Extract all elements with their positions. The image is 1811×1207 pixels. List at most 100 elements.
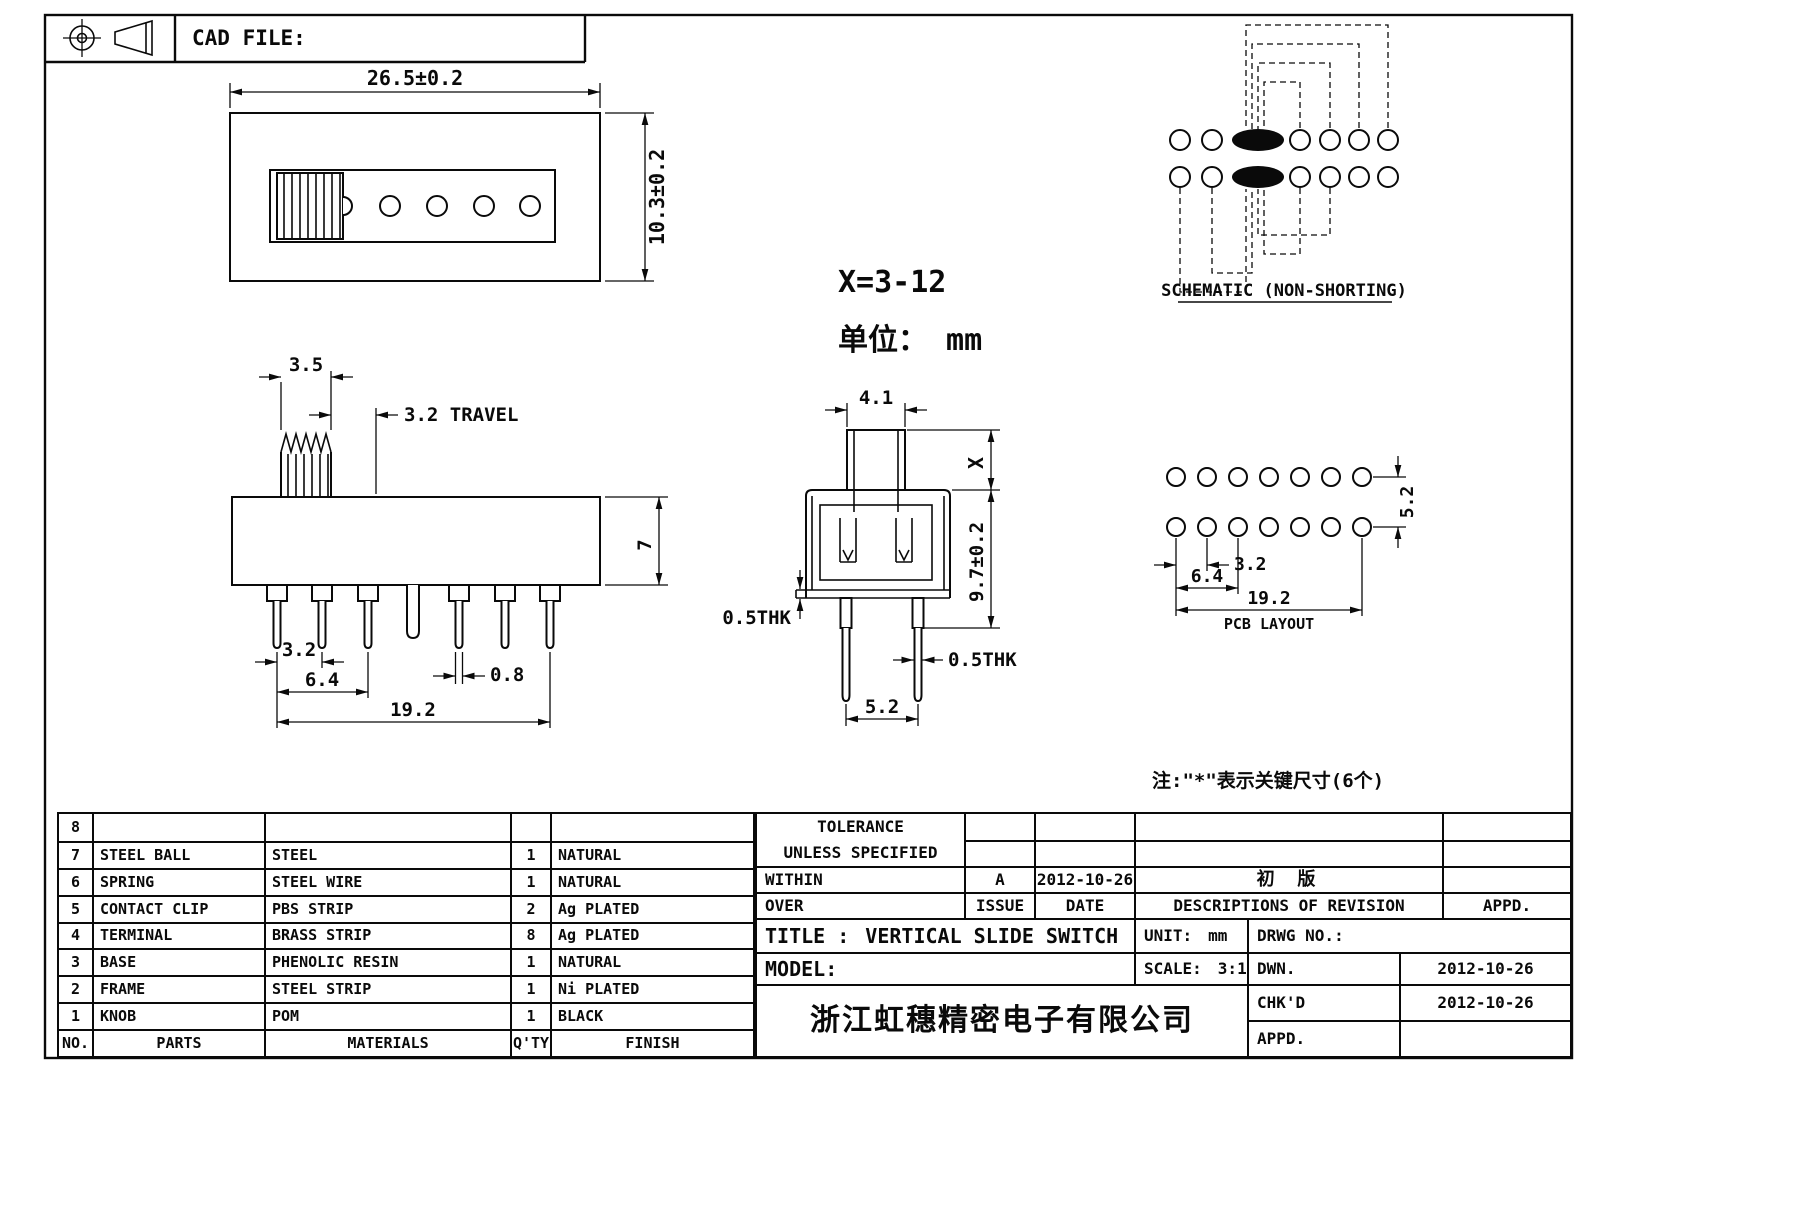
part-finish: BLACK [550,1004,753,1030]
part-no: 4 [70,926,81,945]
col-qty: Q'TY [510,1031,550,1056]
dim-pin-width: 0.8 [490,664,524,686]
projection-cone-icon [114,19,153,57]
schematic-view: SCHEMATIC (NON-SHORTING) [1161,24,1407,303]
knob-serration [280,431,332,455]
dim-pcb-pitch: 3.2 [1234,554,1267,575]
knob-hatch [283,173,341,239]
col-finish: FINISH [550,1031,753,1056]
empty-cell [964,840,1034,866]
tolerance-label2: UNLESS SPECIFIED [783,843,938,862]
dim-thk-right: 0.5THK [948,649,1017,671]
part-material: PHENOLIC RESIN [264,950,510,976]
part-material: STEEL [264,842,510,868]
part-qty [510,814,550,841]
part-material: BRASS STRIP [264,923,510,949]
issue-label: ISSUE [964,892,1034,918]
cad-file-label: CAD FILE: [192,26,306,50]
part-name: KNOB [92,1004,264,1030]
part-name: FRAME [92,977,264,1003]
dim-pcb-row-gap: 5.2 [1397,486,1418,519]
table-header-row: NO. PARTS MATERIALS Q'TY FINISH [59,1029,753,1056]
dim-pin-row-gap: 5.2 [865,696,899,718]
dwn-date: 2012-10-26 [1399,952,1570,984]
table-row: 1 KNOB POM 1 BLACK [59,1002,753,1030]
x-range-note: X=3-12 [838,265,946,300]
part-name: STEEL BALL [92,842,264,868]
part-qty: 1 [510,1004,550,1030]
appd-header: APPD. [1442,892,1570,918]
part-qty: 1 [510,977,550,1003]
part-name: BASE [92,950,264,976]
projection-symbols [63,19,153,57]
dim-top-height: 10.3±0.2 [645,149,669,245]
empty-cell [1442,814,1570,840]
col-parts: PARTS [92,1031,264,1056]
part-qty: 2 [510,896,550,922]
empty-cell [1034,840,1134,866]
revision-value: 初 版 [1134,866,1442,892]
within-label: WITHIN [757,866,964,892]
dim-x: X [964,457,988,469]
dim-pin-span: 19.2 [390,699,436,721]
table-row: 4 TERMINAL BRASS STRIP 8 Ag PLATED [59,921,753,949]
table-row: 3 BASE PHENOLIC RESIN 1 NATURAL [59,948,753,976]
empty-cell [1442,840,1570,866]
model-label: MODEL: [757,952,1134,984]
top-view: 26.5±0.2 10.3±0.2 [229,66,669,282]
slider-contact [1232,129,1284,151]
contact-clip-left [839,518,857,563]
empty-cell [1134,840,1442,866]
tolerance-label: TOLERANCE [817,817,904,836]
contact-clip-right [895,518,913,563]
col-materials: MATERIALS [264,1031,510,1056]
title-label: TITLE : [765,924,850,948]
title-block: TOLERANCE UNLESS SPECIFIED WITHIN A 2012… [755,812,1572,1058]
company-name: 浙江虹穗精密电子有限公司 [757,984,1247,1056]
part-material: STEEL STRIP [264,977,510,1003]
dim-pin-pitch: 3.2 [282,639,316,661]
unit-cell: UNIT: mm [1134,918,1247,952]
empty-cell [1034,814,1134,840]
table-row: 7 STEEL BALL STEEL 1 NATURAL [59,840,753,868]
part-finish [550,814,753,841]
appd-label: APPD. [1247,1020,1399,1056]
part-no: 1 [70,1007,81,1026]
part-material: STEEL WIRE [264,869,510,895]
front-view: 3.5 3.2 TRAVEL 7 3.2 6.4 0.8 19.2 [231,354,668,728]
part-qty: 8 [510,923,550,949]
part-no: 5 [70,899,81,918]
date-label: DATE [1034,892,1134,918]
table-row: 6 SPRING STEEL WIRE 1 NATURAL [59,867,753,895]
part-qty: 1 [510,869,550,895]
dwn-label: DWN. [1247,952,1399,984]
parts-table: 8 7 STEEL BALL STEEL 1 NATURAL 6 SPRING … [57,812,755,1058]
part-name [92,814,264,841]
part-no: 6 [70,872,81,891]
over-label: OVER [757,892,964,918]
part-material [264,814,510,841]
part-finish: Ag PLATED [550,923,753,949]
scale-cell: SCALE: 3:1 [1134,952,1247,984]
dim-body-height: 7 [634,539,656,550]
empty-cell [964,814,1034,840]
dim-knob-depth: 4.1 [859,387,893,409]
table-row: 8 [59,814,753,841]
part-no: 2 [70,980,81,999]
dim-travel: 3.2 TRAVEL [404,404,518,426]
part-finish: Ag PLATED [550,896,753,922]
issue-value: A [964,866,1034,892]
revision-desc-label: DESCRIPTIONS OF REVISION [1134,892,1442,918]
table-row: 2 FRAME STEEL STRIP 1 Ni PLATED [59,975,753,1003]
part-finish: NATURAL [550,869,753,895]
empty-cell [1442,866,1570,892]
part-qty: 1 [510,842,550,868]
part-no: 8 [70,817,81,836]
part-no: 7 [70,845,81,864]
side-view: 4.1 X 9.7±0.2 0.5THK 0.5THK 5.2 [722,387,1017,726]
issue-date: 2012-10-26 [1034,866,1134,892]
slider-contact [1232,166,1284,188]
drawing-frame [43,13,1574,1060]
